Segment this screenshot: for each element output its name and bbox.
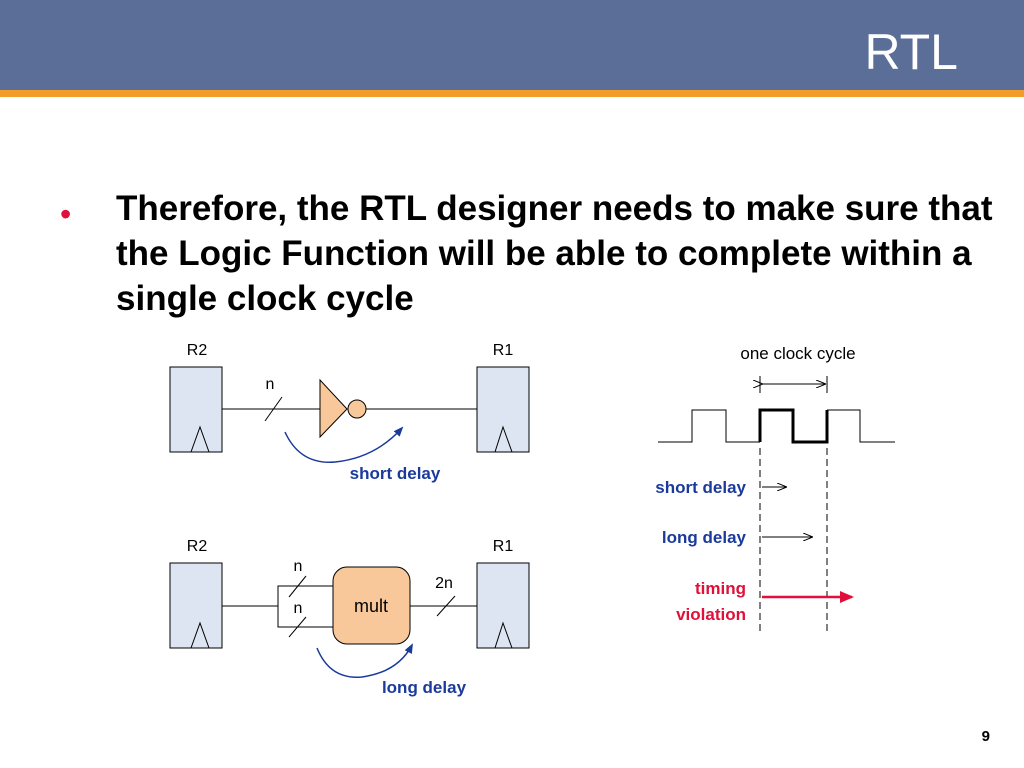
bus-width-slash [436,595,456,617]
bottom-reg-right-label: R1 [493,538,514,555]
bus-width-slash [264,396,283,422]
wire-fork [277,585,333,628]
clock-symbol-icon [494,425,513,453]
bus-width-slash [288,575,307,598]
top-bus-width-label: n [266,376,275,393]
inverter-gate-icon [319,378,348,439]
bullet-text: Therefore, the RTL designer needs to mak… [116,189,993,318]
slide-title: RTL [864,24,958,80]
clock-symbol-icon [494,621,513,649]
bottom-bus-in-top-label: n [294,558,303,575]
inverter-bubble-icon [347,399,367,419]
header-accent-stripe [0,90,1024,97]
bus-width-slash [288,616,307,638]
top-reg-right-label: R1 [493,342,514,359]
page-number: 9 [981,728,990,745]
violation-label-line1: timing [695,579,746,598]
bottom-bus-in-bottom-label: n [294,600,303,617]
short-delay-arrow-icon [284,426,404,463]
timing-long-label: long delay [662,528,747,547]
top-delay-label: short delay [350,464,441,483]
clock-symbol-icon [190,425,210,453]
clock-waveform [658,409,760,443]
bottom-bus-out-label: 2n [435,575,453,592]
mult-block-label: mult [354,596,388,616]
slide-header [0,0,1024,90]
clock-waveform-highlight [758,408,829,444]
clock-waveform [827,409,895,443]
cycle-label: one clock cycle [740,344,855,363]
top-register-r1 [476,366,530,453]
top-reg-left-label: R2 [187,342,208,359]
clock-symbol-icon [190,621,210,649]
violation-label-line2: violation [676,605,746,624]
bottom-reg-left-label: R2 [187,538,208,555]
timing-waveform: one clock cycle short delay long delay t… [655,344,895,632]
long-delay-arrow-icon [316,643,413,678]
top-circuit: R2 R1 n short delay [169,342,530,483]
bottom-delay-label: long delay [382,678,467,697]
timing-short-label: short delay [655,478,746,497]
bottom-circuit: R2 R1 n n mult 2n long delay [169,538,530,697]
bottom-register-r1 [476,562,530,649]
bullet-point: • [60,196,72,232]
